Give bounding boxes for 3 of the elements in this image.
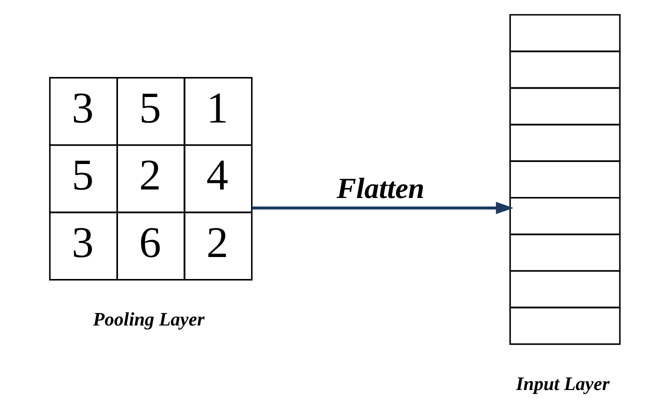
node-label: Input Layer bbox=[516, 374, 610, 396]
edge-label: Flatten bbox=[336, 172, 424, 205]
node-label: Pooling Layer bbox=[93, 310, 204, 331]
